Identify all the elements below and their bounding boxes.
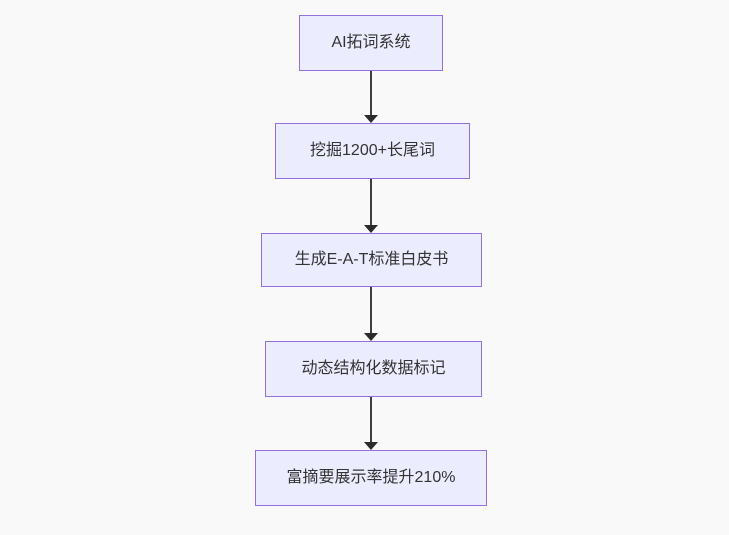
- flow-node-label: 挖掘1200+长尾词: [310, 142, 435, 160]
- flow-node-ai-word-expansion-system: AI拓词系统: [299, 15, 443, 71]
- flow-arrow-4: [364, 397, 378, 450]
- flow-arrow-1: [364, 71, 378, 123]
- arrowhead-down-icon: [364, 115, 378, 123]
- flow-node-longtail-keywords: 挖掘1200+长尾词: [275, 123, 470, 179]
- arrow-line: [370, 287, 372, 334]
- arrowhead-down-icon: [364, 442, 378, 450]
- arrow-line: [370, 71, 372, 116]
- flow-node-label: 动态结构化数据标记: [301, 360, 446, 378]
- arrow-line: [370, 179, 372, 226]
- arrowhead-down-icon: [364, 225, 378, 233]
- flow-node-label: 富摘要展示率提升210%: [286, 469, 456, 487]
- flow-node-rich-snippet-rate: 富摘要展示率提升210%: [255, 450, 487, 506]
- flow-node-label: AI拓词系统: [331, 34, 411, 52]
- arrow-line: [370, 397, 372, 443]
- flow-node-label: 生成E-A-T标准白皮书: [294, 251, 449, 269]
- flow-node-eat-whitepaper: 生成E-A-T标准白皮书: [261, 233, 482, 287]
- flow-node-structured-data-markup: 动态结构化数据标记: [265, 341, 482, 397]
- flow-arrow-2: [364, 179, 378, 233]
- flow-arrow-3: [364, 287, 378, 341]
- arrowhead-down-icon: [364, 333, 378, 341]
